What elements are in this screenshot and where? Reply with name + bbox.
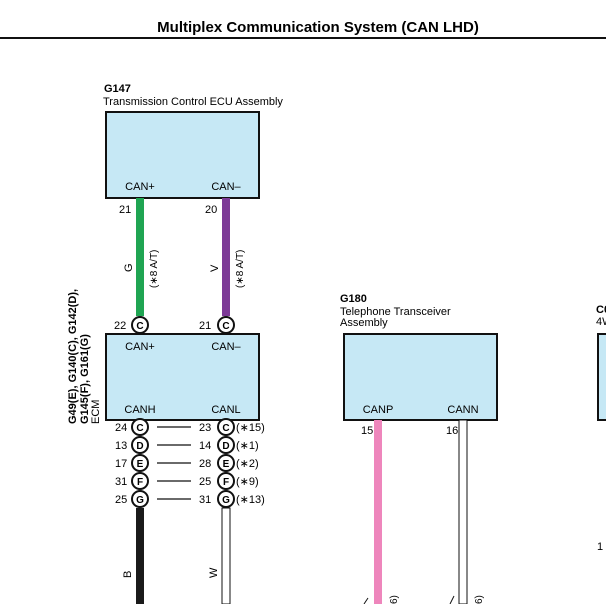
tcm-pin-left-label: CAN+ [125,181,155,193]
ecm-top-left-conn-letter: C [136,321,143,332]
telephone-component[interactable]: G180 Telephone Transceiver Assembly CANP… [340,293,498,437]
ecm-top-right-label: CAN– [211,341,241,353]
ecm-row-left-pin: 31 [115,476,127,488]
ecm-row-note: (∗1) [236,440,259,452]
ecm-pin-row-0: 24 C 23 C (∗15) [115,418,265,436]
ecm-pin-row-4: 25 G 31 G (∗13) [115,490,265,508]
ecm-row-right-pin: 25 [199,476,211,488]
cutoff-name: 4W [596,316,606,328]
wire-black-color-code: B [122,571,134,578]
ecm-row-left-conn-letter: D [136,441,143,452]
ecm-row-left-pin: 13 [115,440,127,452]
telephone-pin-right-label: CANN [447,404,478,416]
ecm-row-left-connector[interactable] [131,418,149,436]
ecm-row-left-conn-letter: E [137,459,144,470]
wire-green[interactable] [136,198,144,316]
ecm-row-left-pin: 24 [115,422,127,434]
ecm-row-right-pin: 31 [199,494,211,506]
telephone-pin-left-label: CANP [363,404,394,416]
tcm-component[interactable]: G147 Transmission Control ECU Assembly C… [103,83,283,216]
ecm-row-left-conn-letter: G [136,495,144,506]
ecm-top-left-pin: 22 [114,320,126,332]
ecm-row-left-connector[interactable] [131,472,149,490]
ecm-row-note: (∗15) [236,422,265,434]
wire-white[interactable] [221,507,231,604]
wire-pink[interactable] [374,420,382,604]
wire-green-note: (∗8 A/T) [149,250,160,288]
ecm-row-right-connector[interactable] [217,436,235,454]
wire-violet-note: (∗8 A/T) [235,250,246,288]
ecm-row-right-pin: 28 [199,458,211,470]
ecm-row-right-conn-letter: E [223,459,230,470]
telephone-box[interactable] [343,333,498,421]
ecm-row-left-connector[interactable] [131,490,149,508]
ecm-pin-row-3: 31 F 25 F (∗9) [115,472,259,490]
ecm-row-right-pin: 14 [199,440,211,452]
ecm-row-right-connector[interactable] [217,472,235,490]
ecm-bottom-right-label: CANL [211,404,240,416]
wire-violet[interactable] [222,198,230,316]
ecm-side-label-1: G49(E), G140(C), G142(D), [67,289,79,424]
cutoff-pin: 1 [597,541,603,553]
ecm-component[interactable]: G49(E), G140(C), G142(D), G145(F), G161(… [67,289,260,424]
ecm-row-right-conn-letter: C [222,423,229,434]
wire-black[interactable] [136,508,144,604]
ecm-row-right-connector[interactable] [217,418,235,436]
ecm-row-left-pin: 17 [115,458,127,470]
ecm-row-left-pin: 25 [115,494,127,506]
wire-pink-tick [363,597,369,604]
ecm-top-left-label: CAN+ [125,341,155,353]
wire-white-telephone[interactable] [458,419,468,604]
tcm-pin-right-number: 20 [205,204,217,216]
ecm-row-left-connector[interactable] [131,454,149,472]
tcm-name: Transmission Control ECU Assembly [103,96,283,108]
wire-violet-color-code: V [209,264,221,272]
ecm-box[interactable] [105,333,260,421]
cutoff-code: C0 [596,304,606,316]
ecm-row-right-conn-letter: G [222,495,230,506]
telephone-name-line2: Assembly [340,317,388,329]
ecm-row-left-connector[interactable] [131,436,149,454]
wire-white-telephone-tick [449,595,455,604]
telephone-pin-right-number: 16 [446,425,458,437]
diagram-title: Multiplex Communication System (CAN LHD) [157,19,479,36]
ecm-row-right-pin: 23 [199,422,211,434]
ecm-row-right-connector[interactable] [217,490,235,508]
ecm-bottom-left-label: CANH [124,404,155,416]
ecm-row-right-conn-letter: F [223,477,229,488]
wire-pink-note-fragment: 6) [389,595,400,604]
ecm-top-right-pin: 21 [199,320,211,332]
ecm-row-right-connector[interactable] [217,454,235,472]
ecm-row-note: (∗13) [236,494,265,506]
ecm-side-label-2: G145(F), G161(G) [79,334,91,424]
ecm-row-right-conn-letter: D [222,441,229,452]
telephone-code: G180 [340,293,367,305]
tcm-box[interactable] [105,111,260,199]
tcm-code: G147 [104,83,131,95]
telephone-name-line1: Telephone Transceiver [340,306,451,318]
wire-white-color-code: W [208,567,220,578]
wire-green-color-code: G [123,263,135,272]
ecm-pin-row-2: 17 E 28 E (∗2) [115,454,259,472]
ecm-side-label-3: ECM [90,400,102,424]
ecm-top-right-conn-letter: C [222,321,229,332]
cutoff-component[interactable]: C0 4W 1 [596,304,606,553]
ecm-row-left-conn-letter: C [136,423,143,434]
telephone-pin-left-number: 15 [361,425,373,437]
tcm-pin-right-label: CAN– [211,181,241,193]
ecm-row-left-conn-letter: F [137,477,143,488]
wire-white-telephone-note-fragment: 6) [474,595,485,604]
ecm-row-note: (∗9) [236,476,259,488]
ecm-row-note: (∗2) [236,458,259,470]
ecm-pin-row-1: 13 D 14 D (∗1) [115,436,259,454]
tcm-pin-left-number: 21 [119,204,131,216]
cutoff-box[interactable] [597,333,606,421]
